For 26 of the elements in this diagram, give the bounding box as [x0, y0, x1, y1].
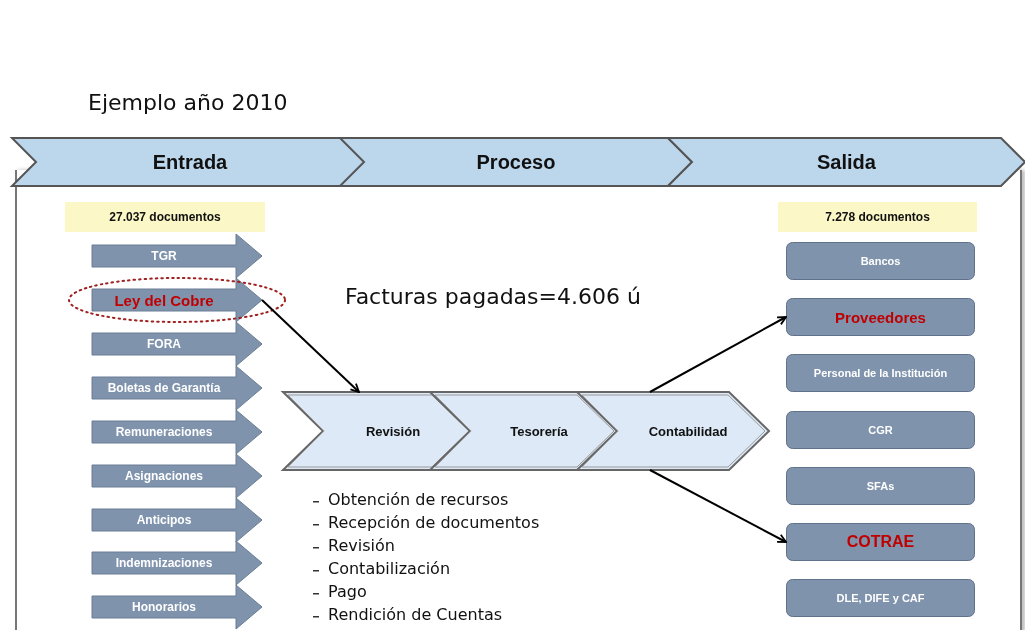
count-box: 27.037 documentos [65, 202, 265, 232]
input-tag: Ley del Cobre [92, 278, 262, 322]
output-box: Personal de la Institución [786, 354, 975, 392]
input-tag: Asignaciones [92, 454, 262, 498]
input-tag: FORA [92, 322, 262, 366]
bullet-item: Recepción de documentos [312, 513, 540, 532]
bullet-item: Pago [312, 582, 367, 601]
subtitle: Ejemplo año 2010 [88, 90, 288, 115]
input-tag: Indemnizaciones [92, 541, 262, 585]
arrow [648, 316, 787, 393]
output-box: Bancos [786, 242, 975, 280]
output-box: Proveedores [786, 298, 975, 336]
output-box: COTRAE [786, 523, 975, 561]
input-tag: Remuneraciones [92, 410, 262, 454]
output-box: DLE, DIFE y CAF [786, 579, 975, 617]
output-box: SFAs [786, 467, 975, 505]
note-text: Facturas pagadas=4.606 ú [345, 284, 641, 309]
input-tag: TGR [92, 234, 262, 278]
input-tag: Boletas de Garantía [92, 366, 262, 410]
arrow [261, 299, 360, 393]
input-tag: Honorarios [92, 585, 262, 629]
output-box: CGR [786, 411, 975, 449]
arrow [648, 469, 787, 543]
process-step: Contabilidad [577, 392, 769, 470]
count-box: 7.278 documentos [778, 202, 977, 232]
input-tag: Anticipos [92, 498, 262, 542]
